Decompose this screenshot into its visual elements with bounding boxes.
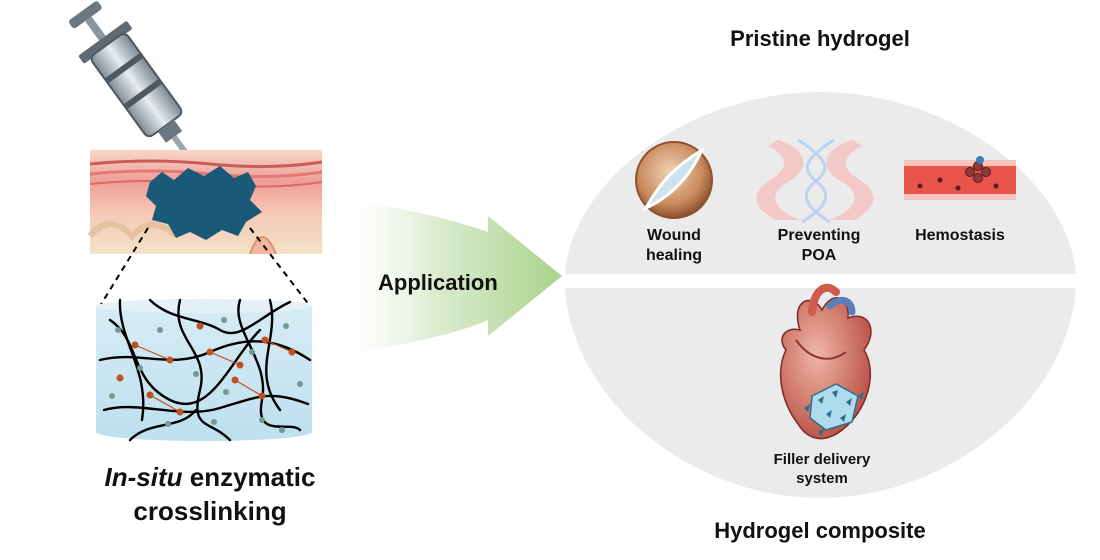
- crosslinking-caption: In-situ enzymatic crosslinking: [70, 460, 350, 528]
- adhesion-barrier-icon: [756, 138, 874, 224]
- enzymatic-text: enzymatic: [182, 462, 316, 492]
- wound-healing-label: Wound healing: [645, 227, 702, 264]
- preventing-poa-label: Preventing POA: [777, 227, 861, 264]
- pristine-hydrogel-title: Pristine hydrogel: [730, 26, 910, 51]
- wound-icon: [635, 141, 713, 219]
- heart-icon: [779, 283, 872, 440]
- syringe-icon: [69, 1, 192, 160]
- in-situ-text: In-situ: [104, 462, 183, 492]
- application-arrow: [330, 196, 562, 356]
- zoom-line-left: [99, 227, 149, 307]
- skin-tissue-icon: [87, 150, 323, 255]
- hemostasis-label: Hemostasis: [915, 227, 1005, 244]
- application-label: Application: [378, 270, 498, 295]
- pristine-hydrogel-panel: [565, 92, 1076, 274]
- hydrogel-composite-title: Hydrogel composite: [714, 518, 926, 543]
- crosslinking-text: crosslinking: [133, 496, 287, 526]
- filler-delivery-label: Filler delivery system: [773, 451, 871, 487]
- hydrogel-network-icon: [96, 298, 312, 442]
- zoom-line-right: [249, 227, 311, 307]
- blood-vessel-icon: [904, 156, 1016, 200]
